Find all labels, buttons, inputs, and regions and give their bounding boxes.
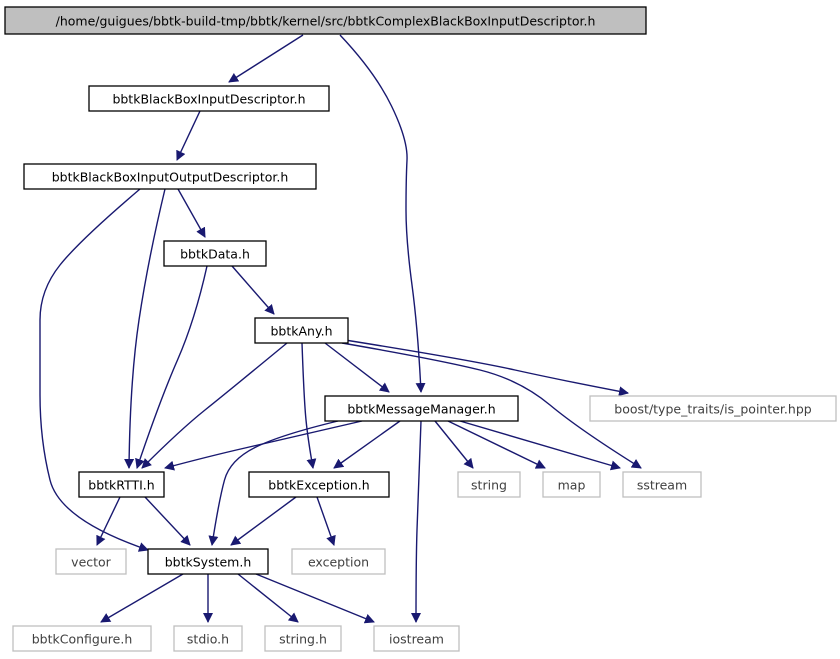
node-box-exception xyxy=(291,548,386,575)
node-any[interactable]: bbtkAny.h xyxy=(254,317,349,344)
node-box-exc xyxy=(248,471,390,498)
node-root: /home/guigues/bbtk-build-tmp/bbtk/kernel… xyxy=(4,6,647,35)
node-label-root: /home/guigues/bbtk-build-tmp/bbtk/kernel… xyxy=(56,14,596,29)
node-exception[interactable]: exception xyxy=(291,548,386,575)
node-msg[interactable]: bbtkMessageManager.h xyxy=(324,395,519,422)
node-box-vector xyxy=(55,548,127,575)
edge-sys-to-conf xyxy=(100,573,184,623)
node-box-sstream xyxy=(622,471,702,498)
edge-any-to-rtti xyxy=(141,342,288,469)
node-map[interactable]: map xyxy=(542,471,601,498)
node-label-stdio: stdio.h xyxy=(187,632,229,647)
node-label-any: bbtkAny.h xyxy=(271,324,333,339)
edge-bbiod-to-sys xyxy=(39,188,149,552)
node-box-string xyxy=(457,471,521,498)
node-label-bbid: bbtkBlackBoxInputDescriptor.h xyxy=(112,92,305,107)
node-box-iostream xyxy=(373,625,460,652)
node-box-any xyxy=(254,317,349,344)
edge-exc-to-exception xyxy=(316,496,336,546)
node-sstream[interactable]: sstream xyxy=(622,471,702,498)
edge-bbid-to-bbiod xyxy=(176,110,201,161)
edge-msg-to-exc xyxy=(333,420,401,469)
node-box-root xyxy=(4,6,647,35)
node-box-data xyxy=(163,240,267,267)
edge-data-to-any xyxy=(231,265,275,315)
node-sys[interactable]: bbtkSystem.h xyxy=(147,548,269,575)
node-box-stdio xyxy=(173,625,243,652)
node-conf[interactable]: bbtkConfigure.h xyxy=(12,625,152,652)
edge-rtti-to-vector xyxy=(96,496,121,546)
edge-data-to-rtti xyxy=(135,265,208,469)
node-label-map: map xyxy=(558,478,586,493)
node-box-conf xyxy=(12,625,152,652)
node-box-sys xyxy=(147,548,269,575)
node-label-rtti: bbtkRTTI.h xyxy=(88,478,154,493)
node-box-rtti xyxy=(78,471,165,498)
node-label-exception: exception xyxy=(308,555,369,570)
dependency-edges xyxy=(39,34,642,624)
edge-msg-to-map xyxy=(447,420,546,469)
node-label-sys: bbtkSystem.h xyxy=(165,555,252,570)
edge-bbiod-to-data xyxy=(177,188,206,238)
edge-msg-to-sys xyxy=(208,420,339,546)
node-exc[interactable]: bbtkException.h xyxy=(248,471,390,498)
node-label-boost: boost/type_traits/is_pointer.hpp xyxy=(614,402,811,417)
node-stdio[interactable]: stdio.h xyxy=(173,625,243,652)
node-label-bbiod: bbtkBlackBoxInputOutputDescriptor.h xyxy=(52,170,289,185)
node-rtti[interactable]: bbtkRTTI.h xyxy=(78,471,165,498)
header-nodes: /home/guigues/bbtk-build-tmp/bbtk/kernel… xyxy=(4,6,837,652)
node-label-stringh: string.h xyxy=(279,632,327,647)
edge-any-to-exc xyxy=(301,342,317,469)
edge-sys-to-stringh xyxy=(237,573,299,623)
edge-rtti-to-sys xyxy=(144,496,191,546)
node-string[interactable]: string xyxy=(457,471,521,498)
node-label-msg: bbtkMessageManager.h xyxy=(347,402,495,417)
node-data[interactable]: bbtkData.h xyxy=(163,240,267,267)
node-bbid[interactable]: bbtkBlackBoxInputDescriptor.h xyxy=(88,85,330,112)
node-box-stringh xyxy=(264,625,342,652)
edge-any-to-sstream xyxy=(341,342,642,469)
edge-msg-to-sstream xyxy=(459,420,621,471)
edge-msg-to-iostream xyxy=(411,420,422,623)
node-box-bbiod xyxy=(23,163,317,190)
edge-exc-to-sys xyxy=(230,496,297,546)
edge-root-to-msg xyxy=(339,34,426,393)
node-box-msg xyxy=(324,395,519,422)
node-bbiod[interactable]: bbtkBlackBoxInputOutputDescriptor.h xyxy=(23,163,317,190)
edge-any-to-boost xyxy=(344,339,629,397)
node-box-bbid xyxy=(88,85,330,112)
node-label-exc: bbtkException.h xyxy=(268,478,369,493)
node-boost[interactable]: boost/type_traits/is_pointer.hpp xyxy=(589,395,837,422)
edge-msg-to-string xyxy=(434,420,474,469)
node-box-map xyxy=(542,471,601,498)
node-box-boost xyxy=(589,395,837,422)
node-label-conf: bbtkConfigure.h xyxy=(32,632,133,647)
node-label-sstream: sstream xyxy=(637,478,687,493)
node-vector[interactable]: vector xyxy=(55,548,127,575)
node-label-iostream: iostream xyxy=(389,632,444,647)
node-iostream[interactable]: iostream xyxy=(373,625,460,652)
node-stringh[interactable]: string.h xyxy=(264,625,342,652)
edge-root-to-bbid xyxy=(228,34,304,83)
edge-bbiod-to-rtti xyxy=(124,188,166,469)
edge-any-to-msg xyxy=(324,342,390,393)
node-label-vector: vector xyxy=(71,555,112,570)
node-label-string: string xyxy=(471,478,507,493)
edge-sys-to-iostream xyxy=(255,573,375,624)
node-label-data: bbtkData.h xyxy=(180,247,250,262)
edge-msg-to-rtti xyxy=(164,420,363,471)
